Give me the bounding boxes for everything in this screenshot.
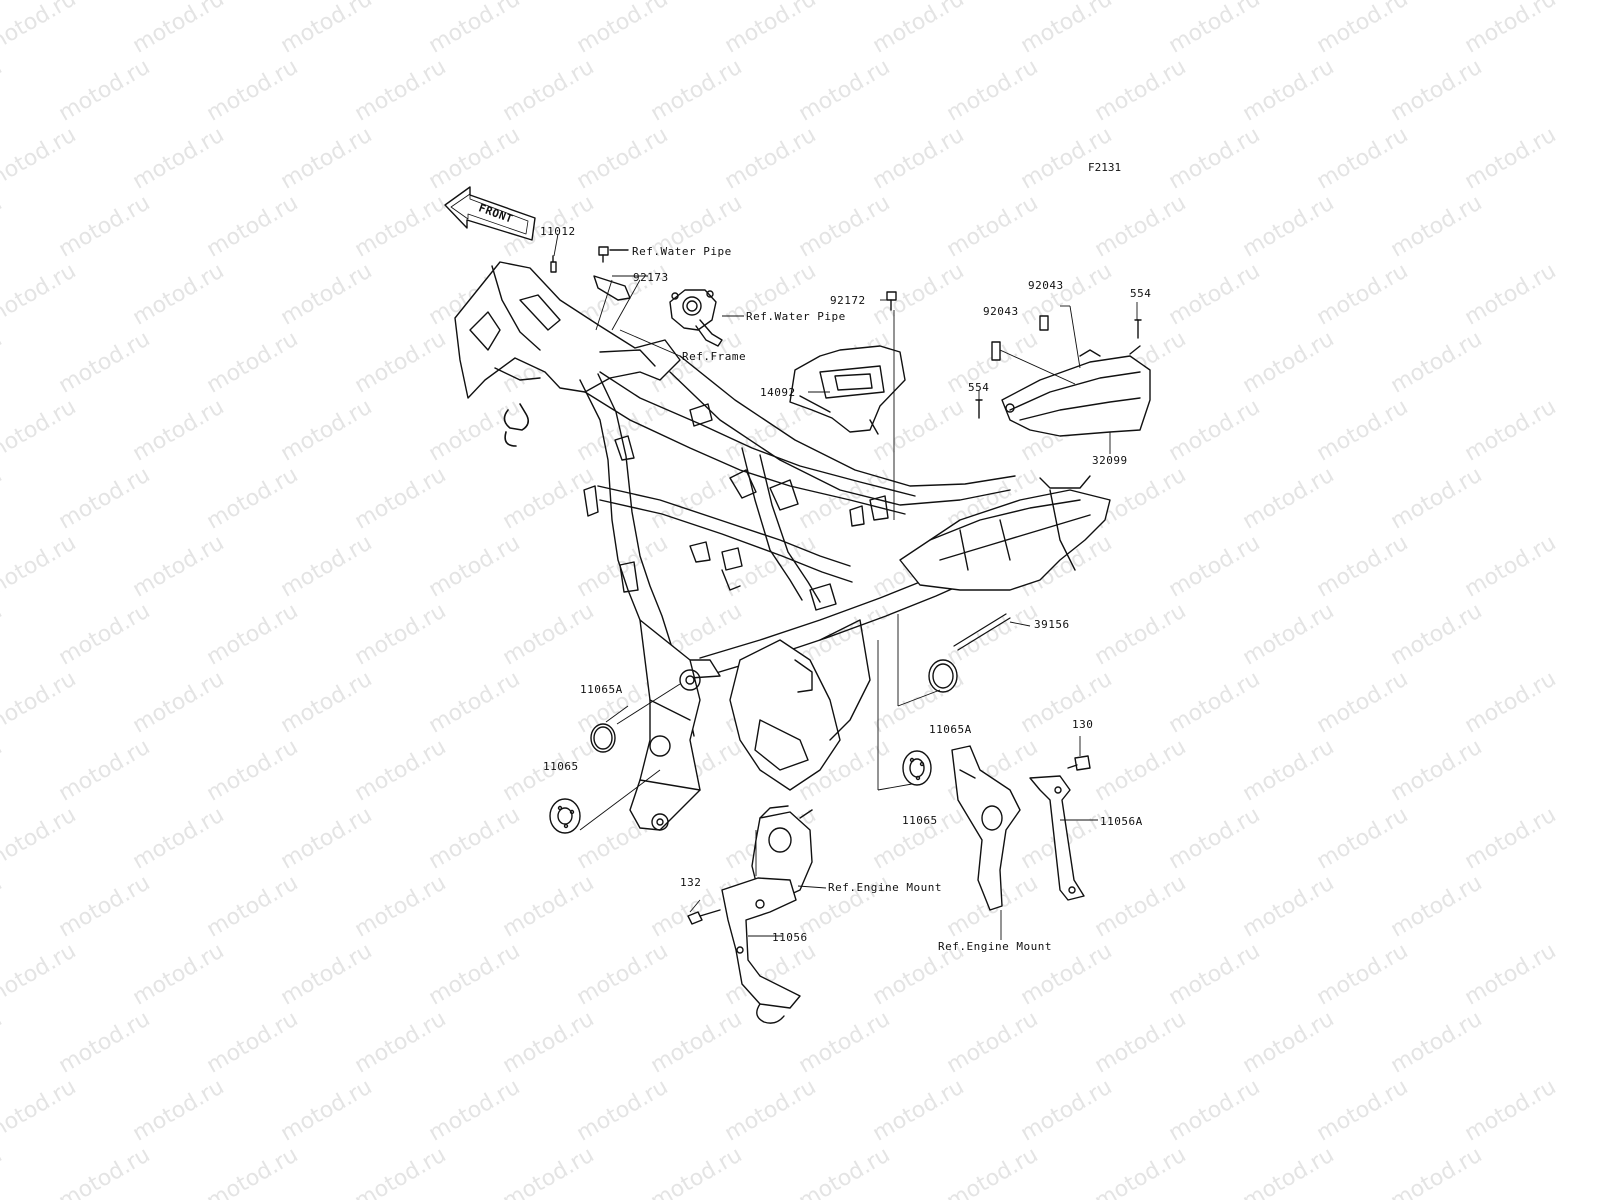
front-arrow-icon bbox=[444, 186, 536, 241]
callout-92043-upper: 92043 bbox=[1028, 279, 1064, 292]
main-frame bbox=[454, 261, 1111, 831]
callout-ref-water-pipe-top: Ref.Water Pipe bbox=[632, 245, 732, 258]
callout-11065A-left: 11065A bbox=[580, 683, 623, 696]
callout-92173: 92173 bbox=[633, 271, 669, 284]
callout-11065-left: 11065 bbox=[543, 760, 579, 773]
part-132-bolt bbox=[687, 909, 721, 925]
part-11065-right bbox=[902, 750, 932, 786]
callout-554-upper: 554 bbox=[1130, 287, 1152, 300]
callout-92043-lower: 92043 bbox=[983, 305, 1019, 318]
callout-32099: 32099 bbox=[1092, 454, 1128, 467]
part-11012-plug bbox=[550, 255, 557, 273]
callout-ref-water-pipe-housing: Ref.Water Pipe bbox=[746, 310, 846, 323]
part-14092-case bbox=[789, 345, 906, 435]
callout-11056: 11056 bbox=[772, 931, 808, 944]
part-130-bolt bbox=[1067, 755, 1091, 771]
part-32099-cover bbox=[1001, 345, 1151, 437]
part-554-clips bbox=[975, 319, 1142, 419]
callout-11012: 11012 bbox=[540, 225, 576, 238]
callout-ref-engine-mount-right: Ref.Engine Mount bbox=[938, 940, 1052, 953]
callout-130: 130 bbox=[1072, 718, 1094, 731]
callout-11065A-right: 11065A bbox=[929, 723, 972, 736]
engine-mount-right bbox=[951, 745, 1021, 911]
part-92172-bolt bbox=[886, 291, 897, 311]
callout-14092: 14092 bbox=[760, 386, 796, 399]
water-pipe-housing bbox=[669, 289, 723, 347]
callout-132: 132 bbox=[680, 876, 702, 889]
leader-lines bbox=[553, 233, 1138, 940]
figure-code: F2131 bbox=[1088, 161, 1122, 174]
part-39156-rod bbox=[953, 613, 1011, 651]
part-11065A-left bbox=[590, 723, 616, 753]
part-92043-pins bbox=[991, 315, 1049, 361]
callout-ref-frame: Ref.Frame bbox=[682, 350, 747, 363]
part-11065-left bbox=[549, 798, 581, 834]
part-92173-bracket bbox=[593, 246, 631, 301]
callout-ref-engine-mount-left: Ref.Engine Mount bbox=[828, 881, 942, 894]
callout-554-lower: 554 bbox=[968, 381, 990, 394]
callout-39156: 39156 bbox=[1034, 618, 1070, 631]
callout-92172: 92172 bbox=[830, 294, 866, 307]
callout-11056A: 11056A bbox=[1100, 815, 1143, 828]
callout-11065-right: 11065 bbox=[902, 814, 938, 827]
part-11056A-bracket bbox=[1029, 775, 1085, 901]
part-11056-bracket bbox=[721, 877, 801, 1024]
part-11065A-right bbox=[928, 659, 958, 693]
